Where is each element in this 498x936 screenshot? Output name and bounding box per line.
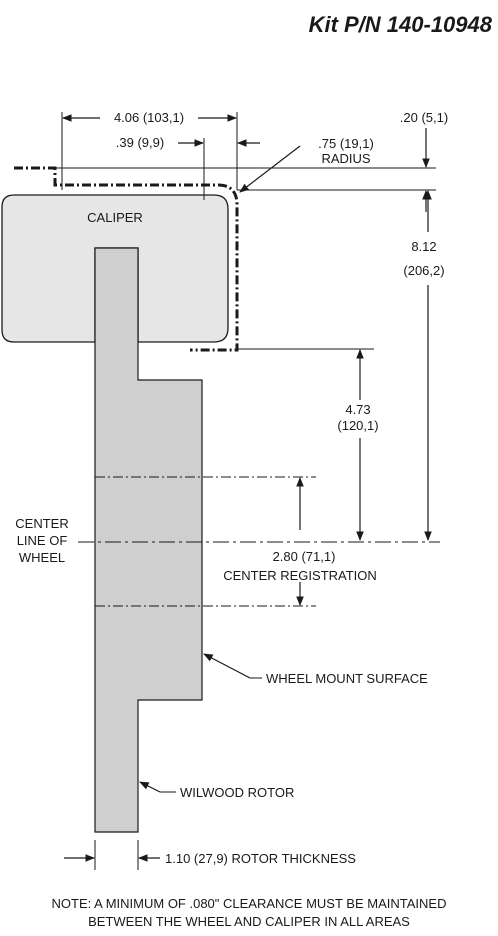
clearance-note-line-1: NOTE: A MINIMUM OF .080" CLEARANCE MUST … [52,896,447,911]
dimension-0-39: .39 (9,9) [116,135,164,150]
wilwood-rotor [94,247,203,833]
caliper-label: CALIPER [87,210,143,225]
dimension-2-80-value: 2.80 (71,1) [273,549,336,564]
dimension-4-06: 4.06 (103,1) [114,110,184,125]
dimension-8-12-value: 8.12 [411,239,436,254]
clearance-note-line-2: BETWEEN THE WHEEL AND CALIPER IN ALL ARE… [88,914,410,929]
wheel-mount-surface-label: WHEEL MOUNT SURFACE [266,671,428,686]
center-line-label-1: CENTER [15,516,68,531]
center-line-label-2: LINE OF [17,533,68,548]
dimension-1-10-rotor-thickness: 1.10 (27,9) ROTOR THICKNESS [165,851,356,866]
wilwood-rotor-label: WILWOOD ROTOR [180,785,294,800]
dimension-0-75-radius-label: RADIUS [321,151,370,166]
wheel-clearance-envelope [14,166,239,352]
dimension-0-20: .20 (5,1) [400,110,448,125]
dimension-4-73-value: 4.73 [345,402,370,417]
dimension-8-12-metric: (206,2) [403,263,444,278]
radius-leader [239,145,301,193]
kit-part-number-title: Kit P/N 140-10948 [309,12,493,37]
center-line-label-3: WHEEL [19,550,65,565]
dimension-4-73-metric: (120,1) [337,418,378,433]
rotor-leader-diag [139,781,161,793]
dimension-2-80-label: CENTER REGISTRATION [223,568,377,583]
dimension-0-75-value: .75 (19,1) [318,136,374,151]
wheel-mount-leader-diag [203,653,251,679]
